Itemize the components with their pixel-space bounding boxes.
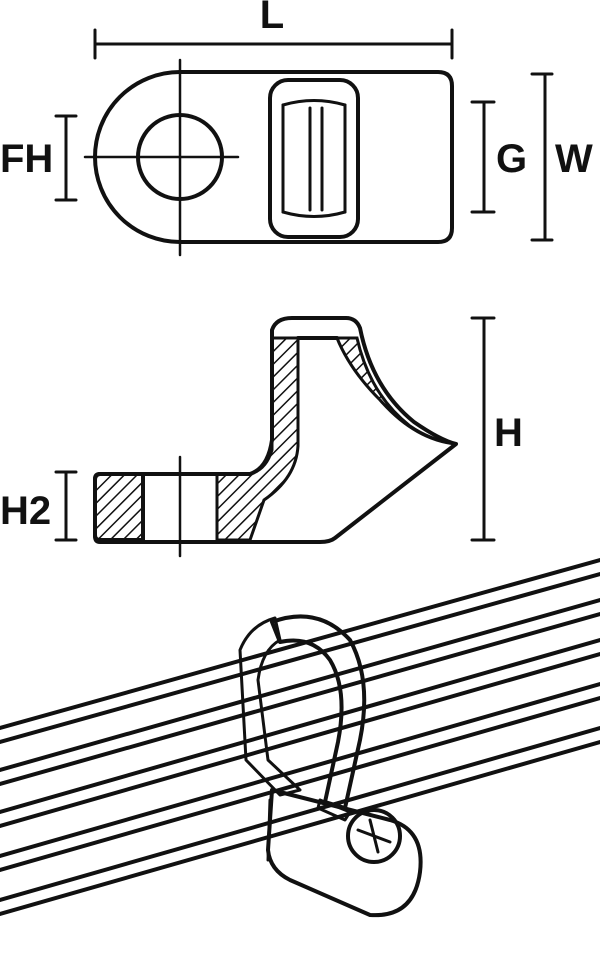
base-height-dimension: H2 <box>0 470 78 542</box>
width-label: W <box>555 137 593 181</box>
screw-head <box>346 808 402 864</box>
cable <box>0 638 600 828</box>
cable-bundle <box>0 558 600 916</box>
tie-slot <box>268 78 360 239</box>
top-view: L FH G <box>0 0 593 257</box>
height-dimension: H <box>470 316 523 542</box>
screw-cross-icon <box>356 818 392 854</box>
slot-width-label: G <box>496 137 527 181</box>
width-dimension: W <box>530 72 593 242</box>
cable <box>0 726 600 916</box>
mount-base <box>266 788 423 918</box>
cable <box>0 598 600 786</box>
upright-section <box>215 336 300 542</box>
mount-top-outline <box>93 70 454 244</box>
hole-diameter-label: FH <box>0 137 53 181</box>
screw-hole <box>136 113 224 201</box>
height-label: H <box>494 411 523 455</box>
slot-width-dimension: G <box>470 100 527 214</box>
hole-diameter-dimension: FH <box>0 114 78 202</box>
base-section-left <box>93 472 145 542</box>
side-view: H H2 <box>0 316 523 558</box>
strap-back <box>238 616 302 797</box>
cable <box>0 558 600 744</box>
base-height-label: H2 <box>0 489 51 533</box>
length-dimension: L <box>93 0 454 60</box>
hook-section <box>334 336 457 446</box>
length-label: L <box>260 0 284 37</box>
cable <box>0 682 600 872</box>
strap-front <box>270 614 367 810</box>
usage-view <box>0 558 600 918</box>
mount-side-outline <box>93 316 458 544</box>
